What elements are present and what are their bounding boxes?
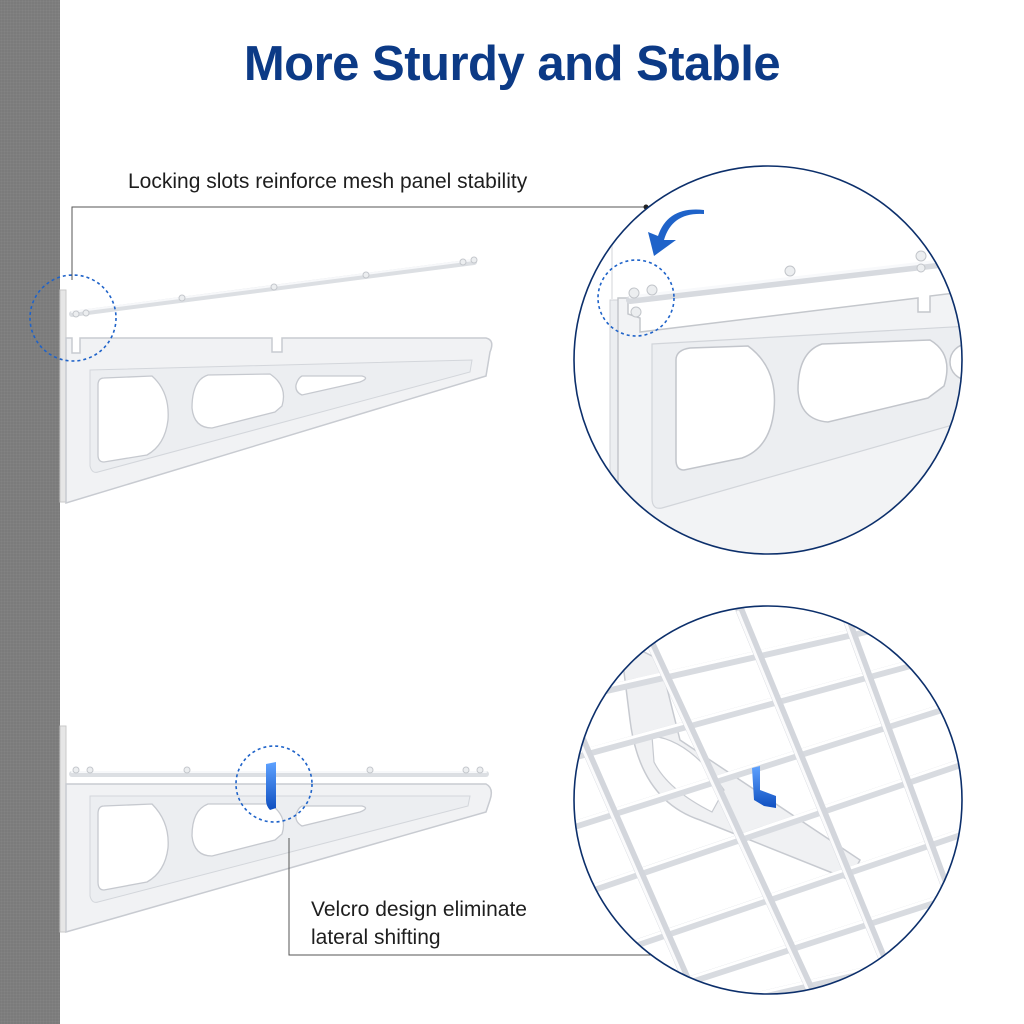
velcro-strap-closeup — [752, 766, 776, 808]
callout-line-bottom — [288, 838, 656, 956]
wall-panel — [0, 0, 60, 1024]
bottom-bracket — [59, 725, 493, 933]
callout-velcro-line-1: Velcro design eliminate — [311, 898, 527, 921]
page-title: More Sturdy and Stable — [243, 37, 781, 91]
curved-arrow-icon — [648, 209, 704, 256]
velcro-strap — [266, 762, 276, 810]
callout-velcro: Velcro design eliminate lateral shifting — [311, 896, 611, 952]
callout-line-top — [71, 206, 646, 280]
callout-velcro-line-2: lateral shifting — [311, 926, 441, 949]
top-bracket — [29, 256, 493, 505]
top-zoom — [573, 165, 963, 555]
callout-locking-slots: Locking slots reinforce mesh panel stabi… — [128, 170, 528, 193]
bottom-zoom — [573, 605, 963, 995]
